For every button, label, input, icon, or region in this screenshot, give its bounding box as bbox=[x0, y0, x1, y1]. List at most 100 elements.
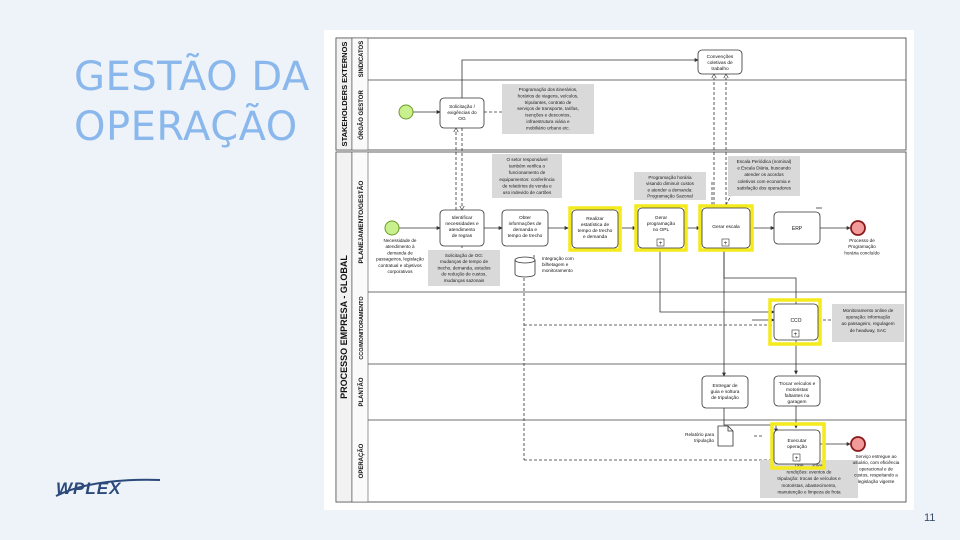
lane-label-orgao: ÓRGÃO GESTOR bbox=[357, 90, 365, 140]
t-solic-line: exigências do bbox=[447, 110, 477, 116]
ev-endprog-line: horária concluído bbox=[844, 250, 880, 255]
t-obter-line: informações de bbox=[509, 221, 542, 227]
t-conv-line: coletivas de bbox=[707, 60, 733, 66]
ann-og-line: horários de viagens, veículos, bbox=[518, 93, 579, 98]
start-event-main bbox=[384, 220, 400, 236]
ann-prog-line: Programação Sazonal bbox=[647, 194, 692, 199]
task-cco: CCO + bbox=[773, 303, 819, 341]
lane-label-planejamento: PLANEJAMENTO/GESTÃO bbox=[356, 181, 365, 264]
ann-monit-line: de headway, SAC bbox=[850, 328, 887, 333]
t-gesc-line: Gerar escala bbox=[712, 224, 740, 230]
task-gerar-escala: Gerar escala+ bbox=[701, 207, 751, 249]
t-exec-line: operação bbox=[787, 444, 807, 450]
t-ident-line: necessidades e bbox=[445, 221, 479, 227]
annotation-solicitacao-og: Solicitação de OG:mudanças de tempo detr… bbox=[428, 250, 500, 286]
wplex-logo: WPLEX bbox=[55, 478, 161, 498]
logo-text: WPLEX bbox=[56, 479, 122, 498]
t-obter-line: tempo de trecho bbox=[508, 233, 543, 239]
annotation-og-list: Programação dos itinerários,horários de … bbox=[502, 84, 594, 134]
t-erp-line: ERP bbox=[792, 226, 803, 232]
t-solic-line: Solicitação / bbox=[449, 104, 476, 110]
t-solic-line: OG bbox=[458, 116, 466, 122]
ev-endprog-line: Processo de bbox=[849, 238, 875, 243]
ann-prog-line: Programação horária bbox=[648, 175, 692, 180]
ann-oper-line: motoristas, abastecimento, bbox=[782, 483, 837, 488]
ev-endserv-line: legislação vigente bbox=[858, 479, 895, 484]
t-trocar-line: Trocar veículos e bbox=[779, 381, 816, 387]
t-trocar-line: garagem bbox=[788, 399, 807, 405]
t-trocar-line: faltantes na bbox=[785, 393, 810, 399]
t-cco-line: CCO bbox=[790, 318, 801, 324]
t-gprog-line: no OPL bbox=[653, 227, 670, 233]
ann-og-line: mobiliário urbano etc. bbox=[526, 125, 570, 130]
t-conv-line: Convenções bbox=[707, 54, 734, 60]
lane-label-cco: CCO/MONITORAMENTO bbox=[359, 296, 365, 360]
svg-text:+: + bbox=[794, 332, 798, 338]
ann-oper-line: Ope... ...ições bbox=[795, 463, 824, 468]
ann-prog-line: visando diminuir custos bbox=[646, 181, 694, 186]
ann-escala-line: Escala Periódica (nominal) bbox=[737, 159, 792, 164]
t-gprog-line: programação bbox=[647, 221, 676, 227]
ev-start-line: Necessidade de bbox=[384, 238, 417, 243]
ann-og-line: isenções e descontos, bbox=[525, 113, 570, 118]
title-line-2: OPERAÇÃO bbox=[74, 104, 298, 150]
start-event-orgao bbox=[398, 104, 414, 120]
pool-label-external: STAKEHOLDERS EXTERNOS bbox=[340, 42, 349, 147]
highlight-frames bbox=[568, 204, 826, 470]
ev-endprog-line: Programação bbox=[848, 244, 876, 249]
t-exec-line: Executar bbox=[788, 438, 807, 444]
ann-setor-line: O setor responsável bbox=[506, 157, 547, 162]
d-rel-line: tripulação bbox=[694, 438, 714, 443]
ev-start-line: atendimento à bbox=[385, 244, 415, 249]
t-ident-line: Identificar bbox=[452, 215, 473, 221]
t-ident-line: atendimento bbox=[449, 227, 476, 233]
d-rel-line: Relatório para bbox=[685, 432, 714, 437]
t-obter-line: demanda e bbox=[513, 227, 537, 233]
ann-setor-line: de relatórios de venda e bbox=[502, 183, 552, 188]
svg-text:+: + bbox=[795, 456, 799, 462]
t-obter-line: Obter bbox=[519, 215, 531, 221]
end-event-servico bbox=[850, 436, 866, 452]
ann-solic-line: mudanças de tempo de bbox=[440, 259, 488, 264]
ann-monit-line: operação: informação bbox=[846, 315, 891, 320]
ann-escala-line: satisfação dos operadores bbox=[737, 185, 792, 190]
ev-start-line: passageiros, legislação bbox=[376, 257, 424, 262]
ann-monit-line: Monitoramento online de bbox=[843, 308, 894, 313]
t-realizar-line: Realizar bbox=[586, 216, 604, 222]
task-erp: ERP bbox=[773, 211, 821, 245]
d-integ-line: Integração com bbox=[542, 256, 574, 261]
ev-endserv-line: operacional e de bbox=[859, 466, 893, 471]
ev-start-line: contratual e objetivos bbox=[378, 263, 422, 268]
t-conv-line: trabalho bbox=[711, 66, 729, 72]
ann-og-line: tripulantes, contrato de bbox=[525, 100, 572, 105]
bpmn-diagram: STAKEHOLDERS EXTERNOS PROCESSO EMPRESA -… bbox=[324, 30, 914, 510]
ann-monit-line: ao passageiro, regulagem bbox=[841, 321, 894, 326]
lane-label-operacao: OPERAÇÃO bbox=[358, 443, 365, 478]
ann-solic-line: Solicitação de OG: bbox=[445, 253, 483, 258]
ev-start-line: demanda de bbox=[387, 250, 413, 255]
t-entregar-line: guia e soltura bbox=[711, 389, 740, 395]
ann-setor-line: também verifica o bbox=[509, 164, 546, 169]
lane-label-sindicatos: SINDICATOS bbox=[359, 41, 365, 77]
t-trocar-line: motoristas bbox=[786, 387, 809, 393]
lane-label-plantao: PLANTÃO bbox=[358, 377, 365, 406]
ann-escala-line: e Escala Diária, buscando bbox=[737, 166, 791, 171]
t-ident-line: de regras bbox=[452, 233, 473, 239]
ev-endserv-line: custos, respeitando a bbox=[854, 473, 898, 478]
annotation-monitoramento: Monitoramento online de operação: informa… bbox=[832, 304, 904, 342]
title-line-1: GESTÃO DA bbox=[74, 54, 310, 100]
d-integ-line: bilhetagem e bbox=[542, 262, 569, 267]
ann-solic-line: de redução de custos, bbox=[441, 272, 486, 277]
t-gprog-line: Gerar bbox=[655, 215, 668, 221]
data-object-relatorio-icon bbox=[717, 425, 734, 447]
